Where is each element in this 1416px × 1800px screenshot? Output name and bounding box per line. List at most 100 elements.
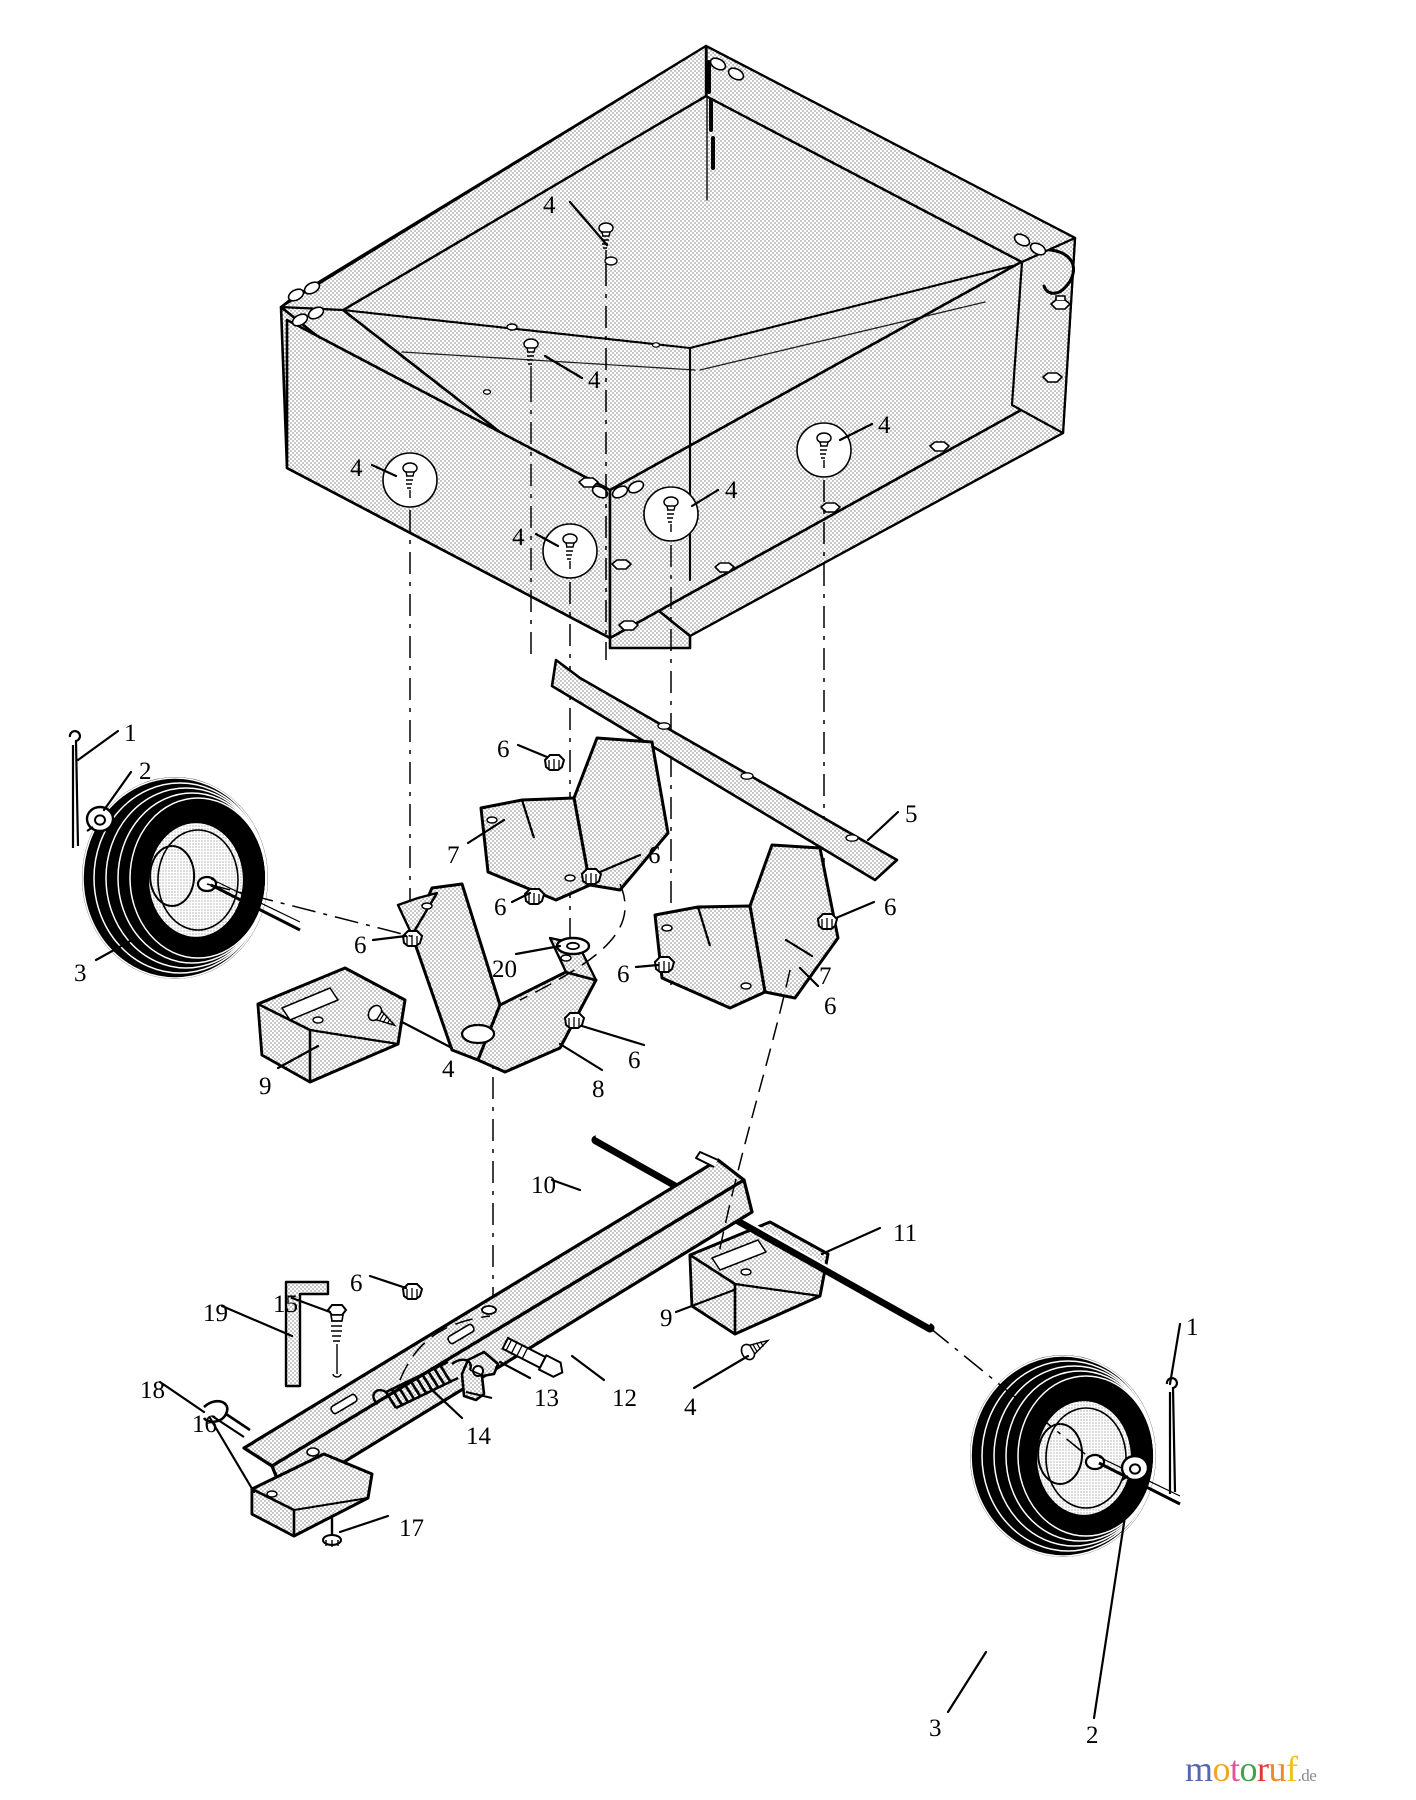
callout-4-center: 4: [512, 524, 525, 551]
wheel-axle-phantom-lines: [206, 883, 1091, 1459]
hex-bolt-part-15: [326, 1304, 348, 1378]
detail-bubble-screw-right: [796, 422, 852, 478]
callout-14: 14: [466, 1423, 491, 1450]
detail-bubble-screw-center: [542, 523, 598, 579]
screw-detail-bubbles: [382, 222, 852, 579]
cart-box-assembly: [279, 44, 1077, 650]
leader-lines: [76, 200, 1182, 1720]
self-tapping-screw-icon: [663, 496, 679, 532]
logo-letter-o1: o: [1212, 1749, 1231, 1789]
callout-8: 8: [592, 1076, 605, 1103]
lock-nut-icon: [401, 1283, 424, 1300]
callout-4-top: 4: [543, 192, 556, 219]
self-tapping-screw-icon: [523, 338, 539, 380]
callout-16: 16: [192, 1411, 217, 1438]
self-tapping-screw-icon: [816, 432, 832, 468]
logo-letter-u: u: [1268, 1749, 1287, 1789]
logo-suffix-de: .de: [1297, 1766, 1317, 1785]
box-right-wall-inner: [1010, 236, 1077, 435]
box-hinge-line: [707, 60, 715, 170]
callout-5: 5: [905, 801, 918, 828]
box-floor-hole: [482, 389, 492, 395]
spacer-washer-part-20: [555, 936, 591, 956]
detail-bubble-screw-mid: [643, 486, 699, 542]
logo-letter-o2: o: [1239, 1749, 1258, 1789]
cotter-pin-part-1-left: [68, 730, 81, 848]
callout-4-right: 4: [878, 412, 891, 439]
callout-6-c: 6: [494, 894, 507, 921]
callout-4-left: 4: [350, 455, 363, 482]
lock-nut-icon: [543, 754, 566, 771]
carriage-bolt-part-12: [501, 1336, 564, 1378]
cotter-pin-part-1-right: [1165, 1377, 1178, 1494]
callout-4-floor: 4: [588, 367, 601, 394]
callout-19: 19: [203, 1300, 228, 1327]
callout-9-right: 9: [660, 1305, 673, 1332]
callout-6-e: 6: [354, 932, 367, 959]
callout-13: 13: [534, 1385, 559, 1412]
callout-15: 15: [273, 1291, 298, 1318]
logo-letter-r: r: [1257, 1749, 1269, 1789]
lock-nut-icon: [523, 888, 546, 905]
extension-spring-part-14: [372, 1358, 472, 1410]
flat-washer-part-2-right: [1120, 1454, 1150, 1482]
box-floor-hole: [506, 323, 518, 331]
callout-17: 17: [399, 1515, 424, 1542]
fender-screw-right: [740, 1339, 771, 1361]
detail-bubble-screw-left: [382, 452, 438, 508]
carriage-bolt-part-17: [322, 1518, 342, 1547]
callout-10: 10: [531, 1172, 556, 1199]
callout-3-right: 3: [929, 1715, 942, 1742]
callout-6-d: 6: [884, 894, 897, 921]
lock-nut-icon: [653, 956, 676, 973]
lock-nut-icon: [401, 930, 424, 947]
callout-6-i: 6: [350, 1270, 363, 1297]
fender-screw-left: [367, 1004, 397, 1027]
lock-nut-icon: [816, 913, 839, 930]
wheel-assembly-right-part-3: [970, 1355, 1181, 1557]
callout-4-mid: 4: [725, 477, 738, 504]
box-corner-hardware: [287, 57, 1047, 499]
motoruf-watermark-logo: motoruf.de: [1185, 1748, 1317, 1790]
wheel-assembly-left-part-3: [82, 777, 301, 979]
box-panel-bolts: [578, 295, 1071, 631]
callout-6-f: 6: [617, 961, 630, 988]
self-tapping-screw-icon: [562, 533, 578, 569]
callout-9-left: 9: [259, 1073, 272, 1100]
spring-leader: [469, 1369, 485, 1377]
callout-18: 18: [140, 1377, 165, 1404]
callout-11: 11: [893, 1220, 918, 1247]
axle-bracket-part-7-right: [653, 843, 840, 1010]
hitch-tongue-part-10: [242, 1151, 754, 1500]
self-tapping-screw-icon: [402, 462, 418, 498]
hex-key-part-19: [284, 1280, 330, 1388]
logo-letter-t: t: [1230, 1749, 1240, 1789]
box-handle: [1042, 248, 1075, 295]
self-tapping-screw-icon: [598, 222, 618, 266]
callout-4-fender-l: 4: [442, 1056, 455, 1083]
callout-2-left: 2: [139, 758, 152, 785]
callout-7-right: 7: [819, 963, 832, 990]
flat-washer-part-2-left: [85, 805, 115, 833]
callout-7-left: 7: [447, 842, 460, 869]
callout-1-left: 1: [124, 720, 137, 747]
hairpin-cotter-part-18: [202, 1399, 251, 1438]
box-floor-rib: [341, 264, 1014, 582]
box-floor-rib-2: [401, 351, 696, 371]
lock-nut-icon: [580, 868, 603, 885]
callout-1-right: 1: [1186, 1314, 1199, 1341]
callout-4-fender-r: 4: [684, 1394, 697, 1421]
hitch-plate-part-16: [250, 1452, 374, 1538]
axle-bracket-part-7-upper: [479, 736, 670, 902]
callout-20: 20: [492, 956, 517, 983]
cross-brace-part-5: [550, 658, 899, 882]
box-floor-rib-3: [699, 301, 986, 371]
box-floor-hole: [651, 342, 661, 348]
callout-12: 12: [612, 1385, 637, 1412]
callout-3-left: 3: [74, 960, 87, 987]
callout-6-b: 6: [648, 842, 661, 869]
callout-6-h: 6: [628, 1047, 641, 1074]
callout-6-a: 6: [497, 736, 510, 763]
